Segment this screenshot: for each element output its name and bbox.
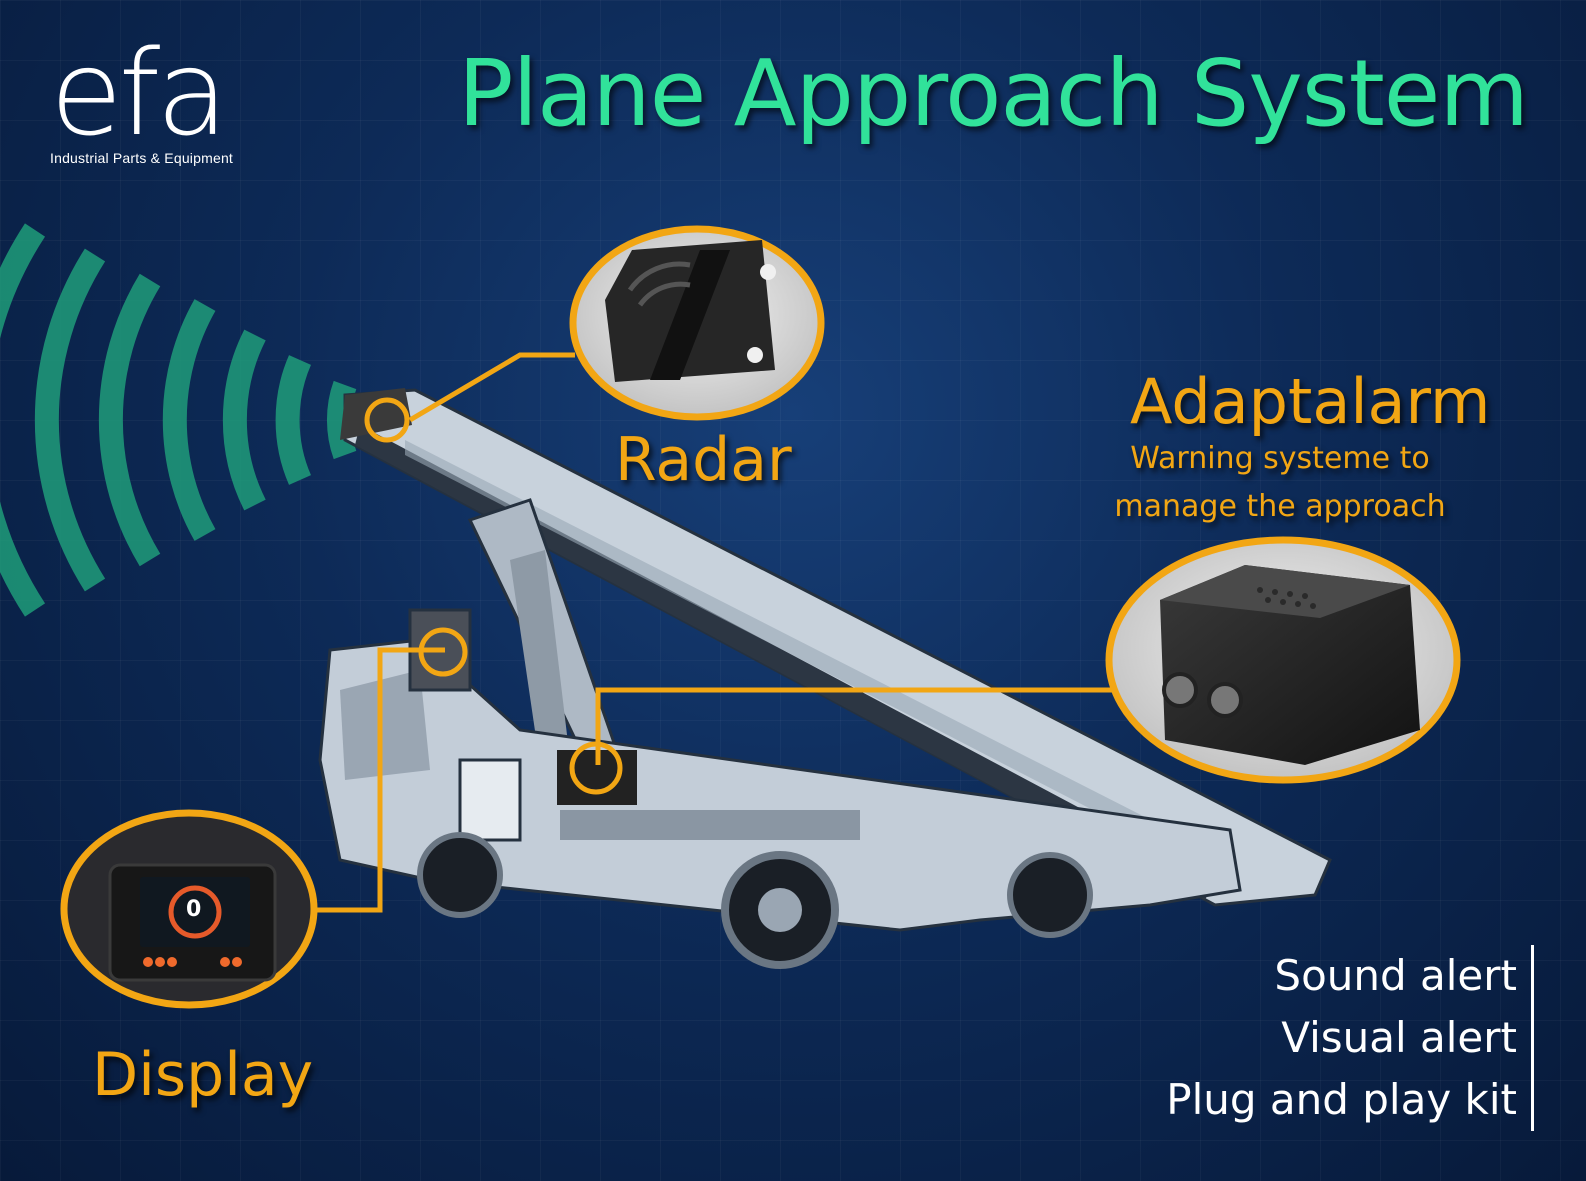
logo-mark: efa [50,24,228,162]
display-label: Display [92,1040,314,1110]
callout-lines [315,352,1115,913]
feature-item: Plug and play kit [1166,1075,1517,1124]
adaptalarm-title: Adaptalarm [1130,365,1491,438]
feature-list: Sound alert Visual alert Plug and play k… [1166,945,1534,1131]
belt-loader-vehicle [318,388,1332,969]
adaptalarm-subtitle: Warning systeme to manage the approach [1114,441,1446,524]
display-lens [60,809,318,1009]
efa-logo: efa Industrial Parts & Equipment [50,24,234,166]
device-markers [364,397,623,795]
radar-label: Radar [615,425,792,495]
feature-item: Visual alert [1281,1013,1517,1062]
feature-item: Sound alert [1274,951,1517,1000]
adaptalarm-lens [1105,536,1461,784]
radar-waves [0,223,357,617]
radar-lens [569,225,825,421]
display-speed-readout: 0 [186,897,202,922]
logo-tagline: Industrial Parts & Equipment [50,150,234,166]
page-title: Plane Approach System [458,40,1529,147]
